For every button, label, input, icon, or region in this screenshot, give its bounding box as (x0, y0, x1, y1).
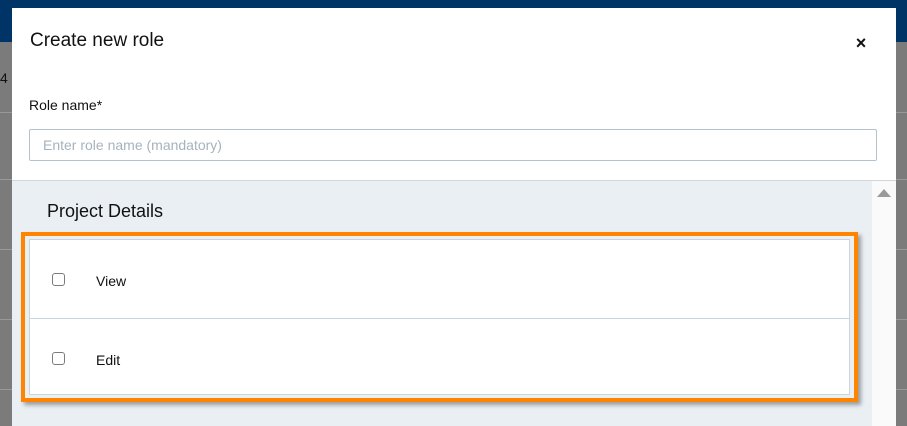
vertical-scrollbar[interactable] (872, 181, 896, 426)
view-checkbox[interactable] (52, 273, 65, 286)
permission-label: View (96, 273, 127, 289)
close-icon[interactable]: × (852, 34, 870, 52)
create-role-modal: Create new role × Role name* Project Det… (12, 8, 896, 426)
permission-row-edit[interactable]: Edit (30, 318, 849, 396)
permissions-scroll-region[interactable]: Project Details View Edit (12, 180, 896, 426)
modal-title: Create new role (30, 30, 165, 51)
background-cell-text: 4 (0, 70, 8, 86)
section-title-project-details: Project Details (47, 201, 164, 221)
edit-checkbox[interactable] (52, 352, 65, 365)
permissions-table: View Edit (29, 239, 850, 395)
permission-row-view[interactable]: View (30, 240, 849, 318)
role-name-input[interactable] (29, 129, 877, 161)
scroll-up-arrow-icon[interactable] (877, 189, 891, 197)
highlight-box: View Edit (21, 232, 858, 402)
role-name-label: Role name* (29, 97, 103, 113)
permission-label: Edit (96, 352, 121, 368)
